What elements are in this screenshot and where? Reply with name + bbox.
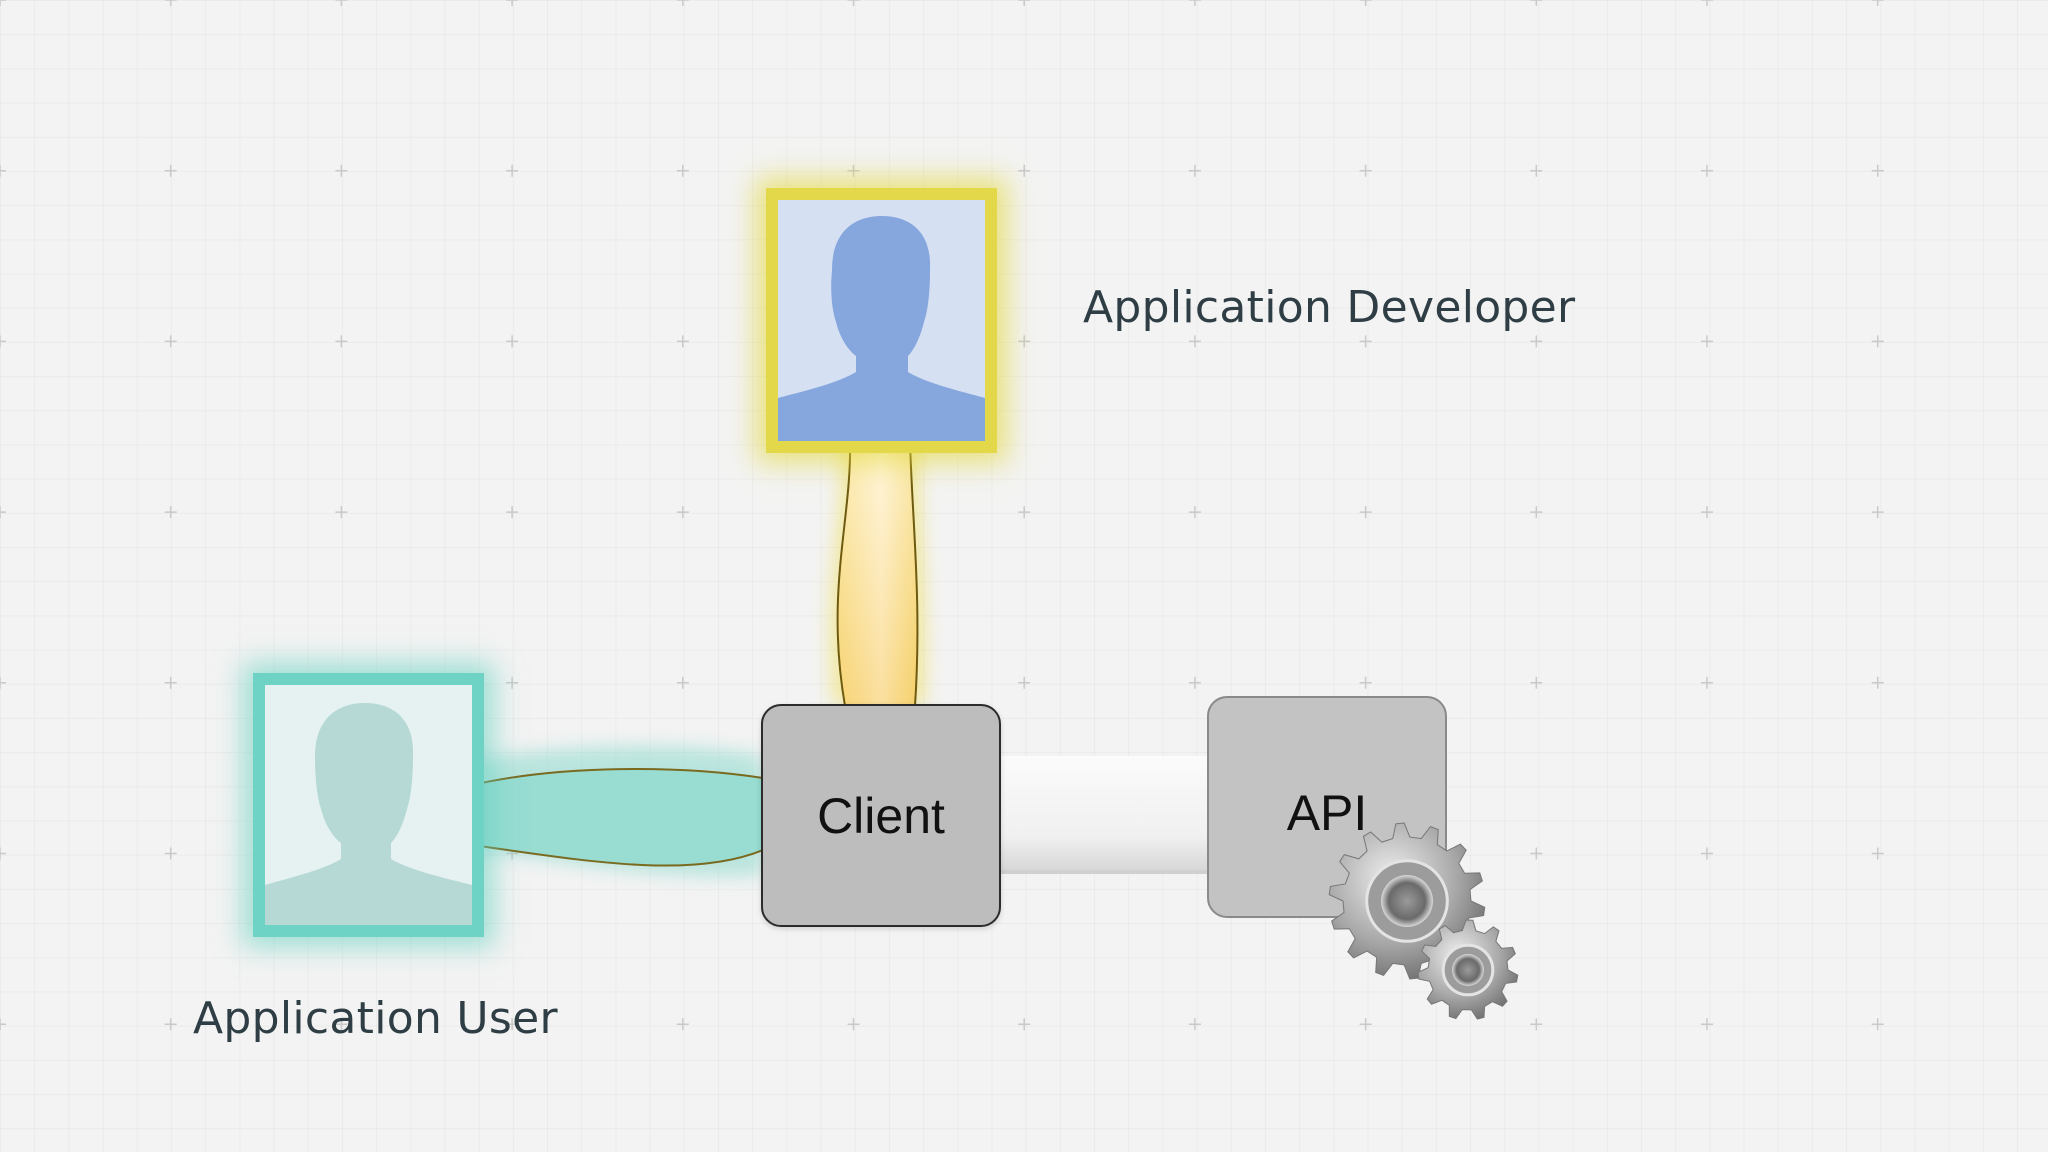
developer-avatar: [778, 200, 985, 441]
connector-developer-client: [829, 439, 927, 707]
gears-icon: [1328, 822, 1519, 1020]
connector-user-client: [470, 746, 764, 877]
user-avatar: [265, 685, 472, 925]
client-label: Client: [817, 787, 945, 844]
person-silhouette-icon: [265, 685, 472, 925]
api-label: API: [1286, 785, 1368, 841]
connector-client-api: [999, 756, 1209, 874]
person-silhouette-icon: [778, 200, 985, 441]
client-box: Client: [761, 704, 1001, 927]
developer-label: Application Developer: [1083, 282, 1576, 333]
user-label: Application User: [193, 993, 558, 1044]
api-box: API: [1207, 696, 1447, 918]
